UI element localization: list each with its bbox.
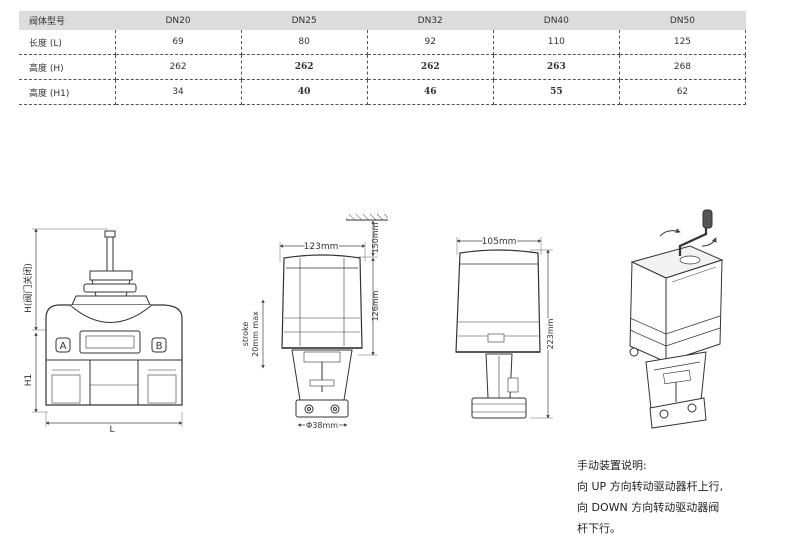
cell-value: 40 xyxy=(241,79,368,105)
cell-value: 110 xyxy=(493,30,620,55)
actuator-front-drawing xyxy=(261,214,388,427)
cell-value: 263 xyxy=(493,54,620,80)
port-a-label: A xyxy=(60,341,67,352)
cell-value: 262 xyxy=(367,54,494,80)
cell-value: 262 xyxy=(115,54,242,80)
port-b-label: B xyxy=(156,341,163,352)
cell-value: 262 xyxy=(241,54,368,80)
stroke-max-label: 20mm max xyxy=(251,311,260,357)
cell-value: 34 xyxy=(115,79,242,105)
height-223-label: 223mm xyxy=(546,318,555,349)
header-dn25: DN25 xyxy=(241,11,368,30)
width-105-label: 105mm xyxy=(482,237,517,247)
cell-value: 268 xyxy=(619,54,747,80)
header-dn32: DN32 xyxy=(367,11,494,30)
clearance-150-label: 150mm xyxy=(371,222,380,253)
spec-row-height-h1: 高度 (H1) 34 40 46 55 62 xyxy=(19,79,747,105)
stroke-label: stroke xyxy=(241,322,250,347)
actuator-isometric-drawing xyxy=(629,209,724,429)
valve-body-drawing xyxy=(32,228,183,427)
height-126-label: 126mm xyxy=(371,290,380,321)
header-dn50: DN50 xyxy=(619,11,746,30)
row-label: 高度 (H1) xyxy=(19,79,116,105)
cell-value: 62 xyxy=(619,79,747,105)
manual-operation-note: 手动装置说明: 向 UP 方向转动驱动器杆上行, 向 DOWN 方向转动驱动器阀… xyxy=(577,455,723,539)
spec-row-length: 长度 (L) 69 80 92 110 125 xyxy=(19,30,747,55)
actuator-side-drawing xyxy=(455,237,553,419)
note-line-3: 杆下行。 xyxy=(577,522,621,535)
header-model: 阀体型号 xyxy=(19,11,115,30)
cell-value: 92 xyxy=(367,30,494,55)
note-line-1: 向 UP 方向转动驱动器杆上行, xyxy=(577,480,724,493)
row-label: 长度 (L) xyxy=(19,30,116,55)
header-dn20: DN20 xyxy=(115,11,242,30)
note-title: 手动装置说明: xyxy=(577,459,647,472)
cell-value: 125 xyxy=(619,30,747,55)
spec-header-row: 阀体型号 DN20 DN25 DN32 DN40 DN50 xyxy=(19,11,746,30)
l-dimension-label: L xyxy=(109,425,114,435)
cell-value: 55 xyxy=(493,79,620,105)
cell-value: 80 xyxy=(241,30,368,55)
h1-dimension-label: H1 xyxy=(24,374,34,387)
row-label: 高度 (H) xyxy=(19,54,116,80)
diameter-38-label: Φ38mm xyxy=(306,421,338,430)
note-line-2: 向 DOWN 方向转动驱动器阀 xyxy=(577,501,720,514)
cell-value: 46 xyxy=(367,79,494,105)
h-dimension-label: H(阀门关闭) xyxy=(22,263,34,313)
cell-value: 69 xyxy=(115,30,242,55)
header-dn40: DN40 xyxy=(493,11,620,30)
width-123-label: 123mm xyxy=(304,242,339,252)
spec-row-height: 高度 (H) 262 262 262 263 268 xyxy=(19,54,747,80)
spec-table: 阀体型号 DN20 DN25 DN32 DN40 DN50 长度 (L) 69 … xyxy=(19,11,747,105)
